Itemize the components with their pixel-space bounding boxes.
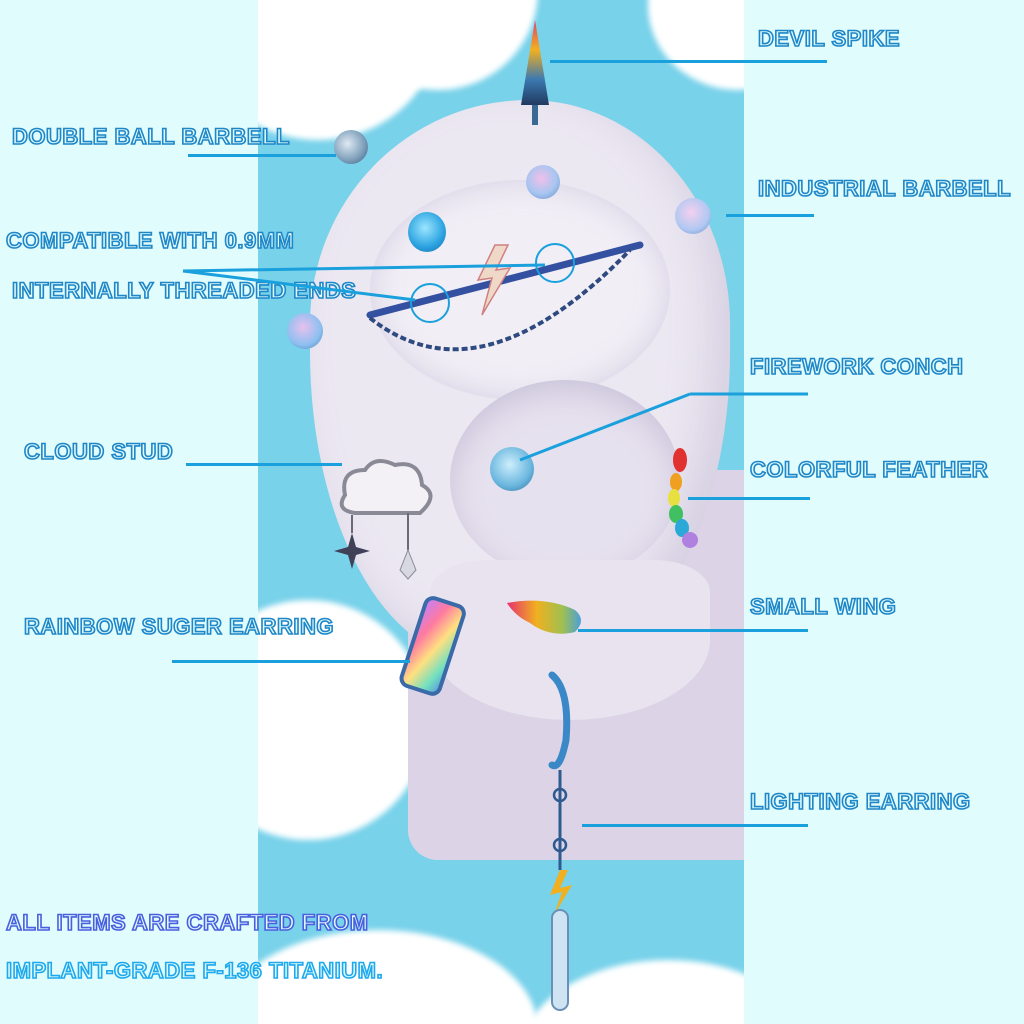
leader-rainbow-suger-earring [172,660,410,663]
label-double-ball-barbell: Double Ball Barbell [11,123,290,150]
devil-spike-icon [521,20,549,125]
label-devil-spike: Devil Spike [757,25,901,52]
small-wing-icon [507,600,581,634]
label-compatible: Compatible with 0.9mm [5,227,295,254]
leader-colorful-feather [688,497,810,500]
label-small-wing: Small Wing [749,593,897,620]
leader-devil-spike [550,60,827,63]
colorful-feather-icon [668,448,698,548]
cloud-stud-icon [334,459,433,580]
label-colorful-feather: Colorful Feather [749,456,989,483]
label-lighting-earring: Lighting Earring [749,788,971,815]
leader-small-wing [578,629,808,632]
blue-opal-icon [408,212,446,252]
leader-double-ball-barbell [188,154,336,157]
footer-line-2: implant-grade F-136 titanium. [5,957,384,984]
footer-line-1: All items are crafted from [5,909,369,936]
double-ball-barbell-icon [334,130,368,164]
helix-opal-icon [287,313,323,349]
lighting-earring-icon [548,671,572,1011]
thread-circle-left-icon [410,283,450,323]
opal-top-icon [526,165,560,199]
label-internally-threaded: Internally threaded ends [11,277,357,304]
firework-conch-icon [490,447,534,491]
industrial-end-icon [675,198,711,234]
thread-circle-right-icon [535,243,575,283]
label-firework-conch: Firework Conch [749,353,964,380]
ear-lobe [430,560,710,720]
leader-cloud-stud [186,463,342,466]
leader-industrial-barbell [726,214,814,217]
label-rainbow-suger-earring: Rainbow Suger Earring [23,613,334,640]
leader-lighting-earring [582,824,808,827]
label-industrial-barbell: Industrial Barbell [757,175,1012,202]
rainbow-suger-earring-icon [399,596,466,696]
label-cloud-stud: Cloud Stud [23,438,174,465]
